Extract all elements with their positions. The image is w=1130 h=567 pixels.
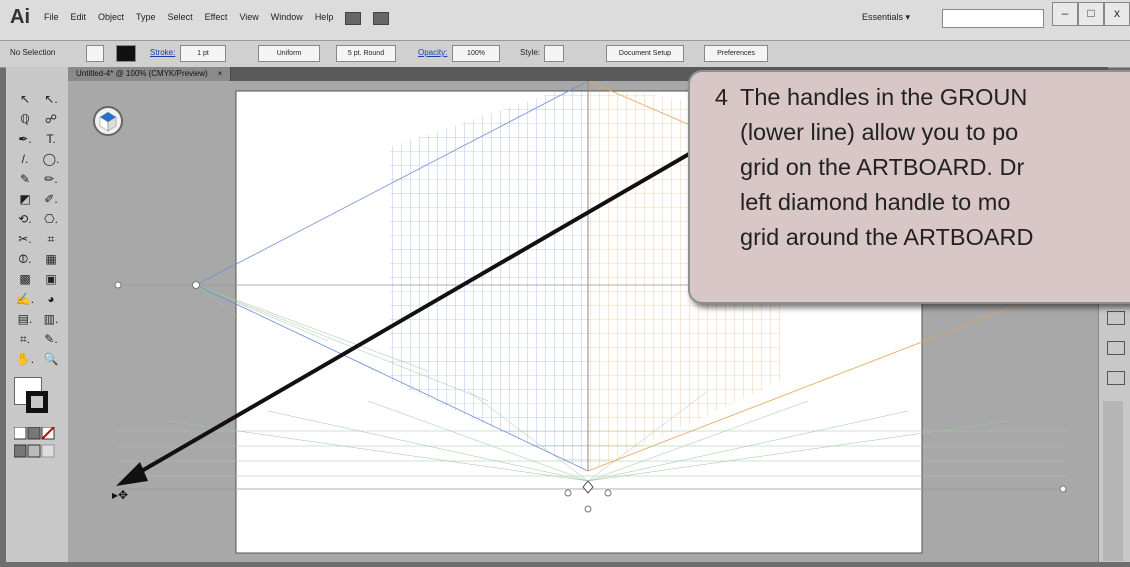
color-mode-icons[interactable]: [14, 427, 64, 467]
close-button[interactable]: x: [1104, 2, 1130, 26]
selection-status: No Selection: [10, 48, 56, 57]
instruction-callout: 4 The handles in the GROUN (lower line) a…: [688, 70, 1130, 304]
left-vanishing-point-handle[interactable]: [192, 281, 200, 289]
panel-scrollbar[interactable]: [1103, 401, 1123, 561]
menu-edit[interactable]: Edit: [70, 12, 87, 22]
slice-tool-icon[interactable]: ✎.: [44, 332, 58, 346]
scale-tool-icon[interactable]: ⎔.: [44, 212, 58, 226]
control-bar: No Selection Stroke: 1 pt Uniform 5 pt. …: [0, 41, 1130, 68]
lasso-tool-icon[interactable]: ☍: [44, 112, 58, 126]
paintbrush-tool-icon[interactable]: ✎: [19, 172, 31, 186]
perspective-grid-tool-icon[interactable]: ▦: [45, 252, 57, 266]
fill-stroke-swatches[interactable]: [14, 377, 54, 421]
document-setup-button[interactable]: Document Setup: [606, 45, 684, 62]
stroke-swatch[interactable]: [116, 45, 136, 62]
move-cursor-icon: ▸✥: [112, 488, 128, 502]
callout-line-4: left diamond handle to mo: [740, 189, 1011, 215]
fill-swatch[interactable]: [86, 45, 104, 62]
zoom-tool-icon[interactable]: 🔍: [43, 352, 59, 366]
direct-selection-tool-icon[interactable]: ↖.: [44, 92, 58, 106]
ellipse-tool-icon[interactable]: ◯.: [42, 152, 60, 166]
stroke-color[interactable]: [26, 391, 48, 413]
layers-icon[interactable]: [1107, 341, 1125, 355]
maximize-button[interactable]: □: [1078, 2, 1104, 26]
workspace-switcher[interactable]: Essentials ▾: [862, 12, 911, 22]
style-label: Style:: [520, 48, 541, 57]
menu: File Edit Object Type Select Effect View…: [44, 12, 390, 25]
preferences-button[interactable]: Preferences: [704, 45, 768, 62]
callout-line-3: grid on the ARTBOARD. Dr: [740, 154, 1025, 180]
pen-tool-icon[interactable]: ✒.: [18, 132, 32, 146]
document-tab[interactable]: Untitled-4* @ 100% (CMYK/Preview) ×: [68, 67, 232, 81]
brush-definition[interactable]: 5 pt. Round: [336, 45, 396, 62]
gradient-tool-icon[interactable]: ▣: [45, 272, 57, 286]
callout-text: 4 The handles in the GROUN (lower line) a…: [690, 80, 1130, 255]
artboard-tool-icon[interactable]: ⌗.: [19, 332, 31, 346]
artboards-icon[interactable]: [1107, 371, 1125, 385]
window-controls: – □ x: [1052, 2, 1130, 26]
opacity-label[interactable]: Opacity:: [418, 48, 448, 57]
eraser-tool-icon[interactable]: ✐.: [44, 192, 58, 206]
opacity-field[interactable]: 100%: [452, 45, 500, 62]
callout-line-5: grid around the ARTBOARD: [740, 224, 1034, 250]
left-grid-plane: [390, 81, 588, 471]
selection-tool-icon[interactable]: ↖: [19, 92, 31, 106]
menu-select[interactable]: Select: [167, 12, 193, 22]
menu-object[interactable]: Object: [98, 12, 125, 22]
menu-bar: Ai File Edit Object Type Select Effect V…: [0, 0, 1130, 41]
type-tool-icon[interactable]: T.: [46, 132, 56, 146]
line-tool-icon[interactable]: /.: [21, 152, 29, 166]
pencil-tool-icon[interactable]: ✏.: [44, 172, 58, 186]
callout-line-2: (lower line) allow you to po: [740, 119, 1019, 145]
tools-grid: ↖ ↖. ℚ ☍ ✒. T. /. ◯. ✎ ✏. ◩ ✐. ⟲. ⎔. ✂. …: [14, 91, 62, 367]
hand-tool-icon[interactable]: ✋.: [15, 352, 35, 366]
blob-brush-tool-icon[interactable]: ◩: [19, 192, 31, 206]
width-tool-icon[interactable]: ✂.: [18, 232, 32, 246]
minimize-button[interactable]: –: [1052, 2, 1078, 26]
menu-help[interactable]: Help: [314, 12, 334, 22]
bridge-icon[interactable]: [345, 12, 362, 25]
rotate-tool-icon[interactable]: ⟲.: [18, 212, 32, 226]
stroke-label[interactable]: Stroke:: [150, 48, 176, 57]
tools-panel: ↖ ↖. ℚ ☍ ✒. T. /. ◯. ✎ ✏. ◩ ✐. ⟲. ⎔. ✂. …: [6, 67, 69, 562]
free-transform-tool-icon[interactable]: ⌗: [47, 232, 55, 246]
document-tab-title: Untitled-4* @ 100% (CMYK/Preview): [76, 69, 208, 78]
eyedropper-tool-icon[interactable]: ✍.: [15, 292, 35, 306]
mesh-tool-icon[interactable]: ▩: [19, 272, 31, 286]
step-number: 4: [714, 84, 728, 110]
menu-file[interactable]: File: [44, 12, 59, 22]
menu-type[interactable]: Type: [136, 12, 156, 22]
style-picker[interactable]: [544, 45, 564, 62]
blend-tool-icon[interactable]: ◕: [47, 292, 55, 306]
column-graph-tool-icon[interactable]: ▥.: [43, 312, 59, 326]
symbol-sprayer-tool-icon[interactable]: ▤.: [17, 312, 33, 326]
variable-width-profile[interactable]: Uniform: [258, 45, 320, 62]
magic-wand-tool-icon[interactable]: ℚ: [20, 112, 30, 126]
arrange-documents-icon[interactable]: [373, 12, 390, 25]
right-ground-handle[interactable]: [1059, 485, 1067, 493]
menu-view[interactable]: View: [239, 12, 259, 22]
stroke-weight-field[interactable]: 1 pt: [180, 45, 226, 62]
search-input[interactable]: [942, 9, 1044, 28]
app-logo: Ai: [10, 6, 30, 28]
instruction-arrow: [131, 141, 710, 478]
menu-window[interactable]: Window: [270, 12, 303, 22]
shape-builder-tool-icon[interactable]: ⦷.: [18, 252, 32, 266]
ground-level-diamond-handle[interactable]: [582, 480, 594, 494]
callout-line-1: The handles in the GROUN: [740, 84, 1028, 110]
menu-effect[interactable]: Effect: [204, 12, 228, 22]
close-tab-icon[interactable]: ×: [217, 69, 223, 78]
panel-icon[interactable]: [1107, 311, 1125, 325]
